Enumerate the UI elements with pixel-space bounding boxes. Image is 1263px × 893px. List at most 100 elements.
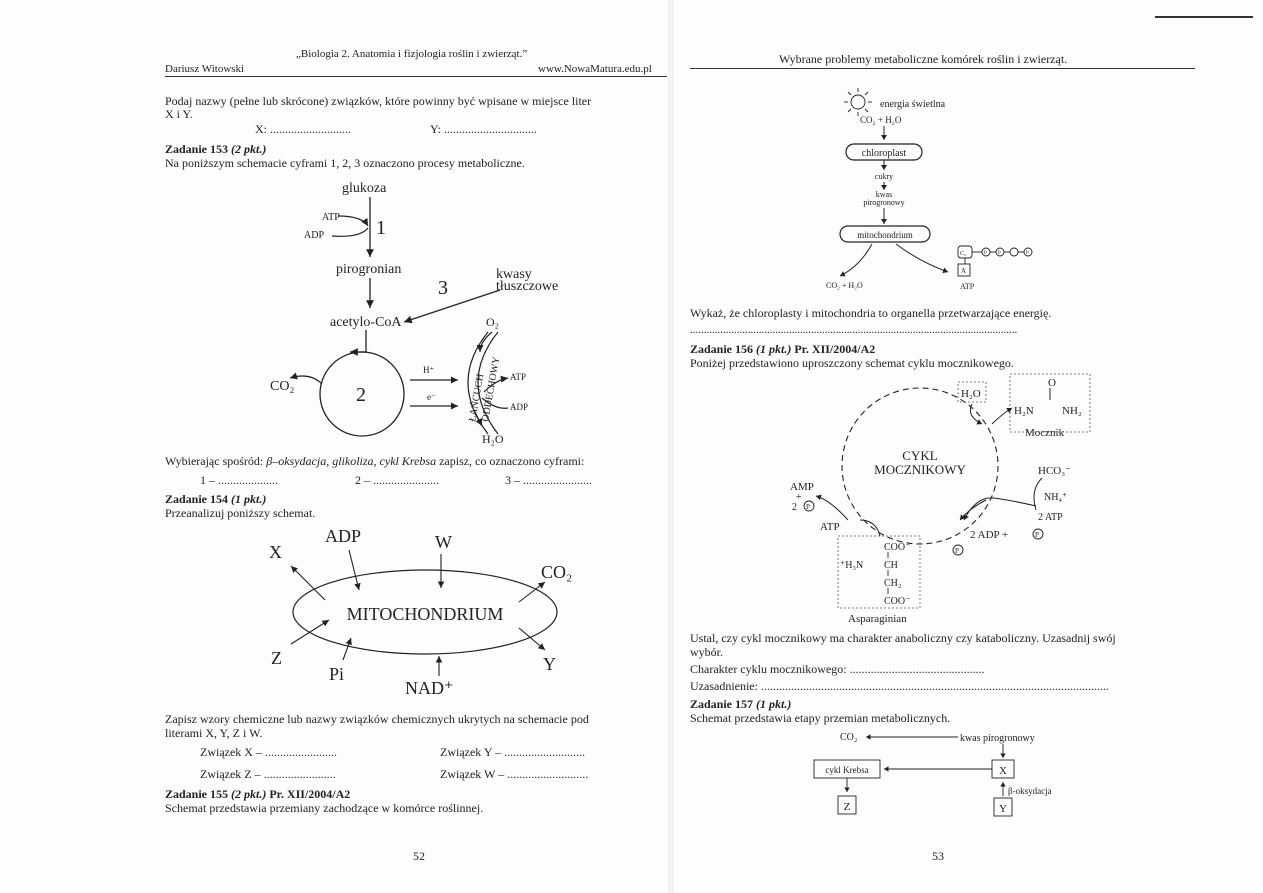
label-x: X (269, 542, 282, 562)
diagram-156: CYKL MOCZNIKOWY H₂O O H₂N NH₂ Mocznik HC… (790, 373, 1091, 625)
mitochondrium-box (839, 225, 931, 243)
label-nad: NAD⁺ (405, 678, 454, 698)
diagram-154: MITOCHONDRIUM ADP W X CO₂ Z Y Pi NAD⁺ (269, 526, 572, 698)
arrow-co2 (289, 372, 323, 385)
label-process-1: 1 (376, 217, 386, 239)
task153-text: Na poniższym schemacie cyframi 1, 2, 3 o… (165, 156, 525, 170)
label-amp-plus: + (796, 492, 802, 503)
task155-text: Schemat przedstawia przemiany zachodzące… (165, 801, 484, 815)
label-p-1: P (1035, 531, 1039, 539)
label-cykl: CYKL (902, 448, 937, 463)
task156-heading: Zadanie 156 (1 pkt.) Pr. XII/2004/A2 (690, 342, 875, 356)
arrow-adp-in (348, 549, 361, 591)
label-atp: ATP (322, 212, 340, 223)
diagram-153: glukoza ATP ADP 1 pirogronian 3 kwasy tł… (270, 181, 558, 446)
left-header-author: Dariusz Witowski (165, 63, 245, 75)
label-cykl-krebsa: cykl Krebsa (825, 765, 868, 775)
task157-points: (1 pkt.) (756, 697, 792, 711)
label-p-2: P (955, 547, 959, 555)
label-2p-count: 2 (792, 502, 797, 513)
task154-q2: literami X, Y, Z i W. (165, 726, 263, 740)
task154-heading: Zadanie 154 (1 pkt.) (165, 492, 266, 506)
arrow-x-out (290, 565, 326, 601)
label-process-2: 2 (356, 384, 366, 406)
left-header-url: www.NowaMatura.edu.pl (538, 63, 652, 75)
label-pi: Pi (329, 664, 344, 684)
arrow-h2o-in (969, 403, 983, 425)
intro-line2: X i Y. (165, 107, 193, 121)
label-beta-oksydacja: β-oksydacja (1008, 786, 1052, 796)
label-cukry: cukry (875, 172, 893, 181)
task156-title: Zadanie 156 (690, 342, 754, 356)
label-w: W (435, 532, 452, 552)
task156-points: (1 pkt.) (756, 342, 792, 356)
label-pirogronian: pirogronian (336, 262, 401, 277)
line-chain-adp (481, 397, 509, 409)
asparaginian-box (837, 535, 921, 609)
arrow-z-in (290, 619, 330, 645)
left-header-rule (165, 76, 667, 77)
label-y: Y (543, 654, 556, 674)
label-energia: energia świetlna (880, 99, 946, 110)
label-ch: CH (884, 560, 898, 571)
arrow-to-amp (815, 494, 849, 521)
phosphate-icon-3 (803, 500, 815, 512)
charakter-answer: Charakter cyklu mocznikowego: ..........… (690, 662, 985, 676)
label-y: Y (999, 803, 1007, 815)
label-phosphate-1: P (984, 251, 987, 256)
line-hco3 (1033, 477, 1043, 511)
right-header-rule (690, 68, 1195, 69)
label-coo-1: COO⁻ (884, 542, 910, 553)
task153-choose-suffix: zapisz, co oznaczono cyframi: (439, 454, 585, 468)
mitochondrium-ellipse (292, 569, 558, 655)
task154-q1: Zapisz wzory chemiczne lub nazwy związkó… (165, 712, 589, 726)
task157-text: Schemat przedstawia etapy przemian metab… (690, 711, 951, 725)
y-answer-blank: Y: ............................... (430, 122, 537, 136)
task156-text: Poniżej przedstawiono uproszczony schema… (690, 356, 1014, 370)
label-process-3: 3 (438, 277, 448, 299)
task156-ref: Pr. XII/2004/A2 (794, 342, 876, 356)
label-adp: ADP (325, 526, 361, 546)
label-chain-atp: ATP (510, 372, 526, 382)
label-co2: CO₂ (840, 732, 857, 743)
book-gutter (668, 0, 674, 893)
compound-z: Związek Z – ........................ (200, 767, 336, 781)
label-2atp: 2 ATP (1038, 512, 1063, 523)
wykaz-text: Wykaż, że chloroplasty i mitochondria to… (690, 306, 1052, 320)
answer-1: 1 – .................... (200, 473, 278, 487)
label-h2o: H₂O (961, 388, 981, 400)
right-corner-rule (1155, 16, 1253, 18)
label-nh2: NH₂ (1062, 405, 1082, 417)
task153-choose-prefix: Wybierając spośród: (165, 454, 264, 468)
task153-choose-options: β–oksydacja, glikoliza, cykl Krebsa (266, 454, 437, 468)
sun-icon (844, 88, 872, 116)
label-mocznikowy: MOCZNIKOWY (874, 462, 966, 477)
atp-structure-icon (957, 245, 1033, 277)
label-adp: ADP (304, 230, 324, 241)
label-nh4: NH₄⁺ (1044, 492, 1067, 503)
task153-choose: Wybierając spośród: β–oksydacja, glikoli… (165, 454, 584, 468)
arrow-atp (337, 215, 369, 227)
chain-arc-right (477, 331, 499, 435)
arrow-y-out (518, 627, 546, 651)
arrow-adp (331, 227, 369, 237)
label-h-plus: H⁺ (423, 365, 434, 375)
x-box (991, 759, 1015, 779)
task154-points: (1 pkt.) (231, 492, 267, 506)
label-co2: CO₂ (541, 562, 572, 582)
uzasadnienie-answer: Uzasadnienie: ..........................… (690, 679, 1109, 693)
task156-q1: Ustal, czy cykl mocznikowy ma charakter … (690, 631, 1116, 645)
arrow-chain-atp (483, 375, 509, 393)
label-atp: ATP (820, 521, 840, 533)
intro-line1: Podaj nazwy (pełne lub skrócone) związkó… (165, 94, 592, 108)
task155-heading: Zadanie 155 (2 pkt.) Pr. XII/2004/A2 (165, 787, 350, 801)
left-page-number: 52 (413, 849, 425, 863)
label-asparaginian: Asparaginian (848, 613, 907, 625)
task154-text: Przeanalizuj poniższy schemat. (165, 506, 316, 520)
label-glukoza: glukoza (342, 181, 387, 196)
label-co2h2o-out: CO₂ + H₂O (826, 281, 863, 290)
label-o2: O₂ (486, 315, 499, 329)
compound-x: Związek X – ........................ (200, 745, 337, 759)
label-kwas-pirogronowy: kwas pirogronowy (960, 733, 1035, 744)
right-page-number: 53 (932, 849, 944, 863)
